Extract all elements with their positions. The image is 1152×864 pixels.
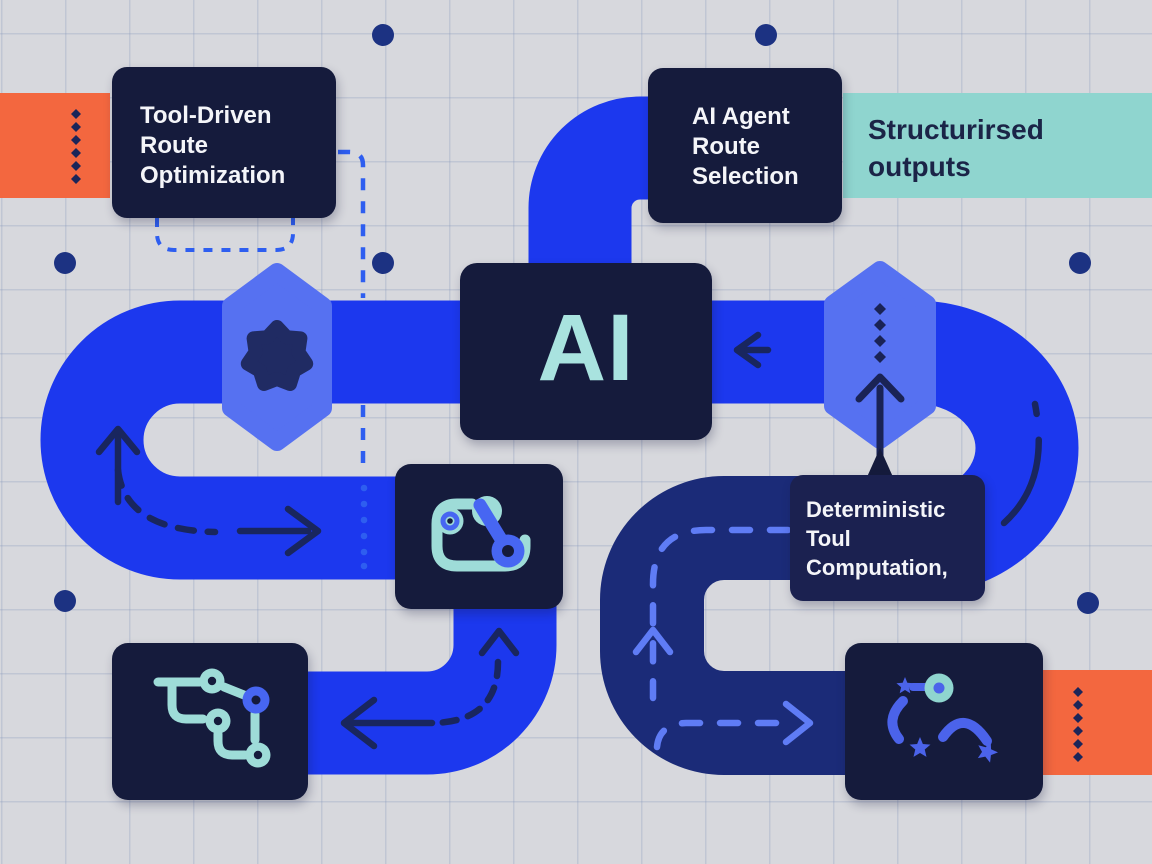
dashed-curve bbox=[430, 658, 502, 727]
orange-accent-left bbox=[0, 93, 110, 198]
node-label-line: Toul bbox=[806, 526, 851, 551]
dashed-guide-line bbox=[338, 149, 366, 298]
hexagon-marker-left bbox=[222, 263, 332, 451]
node-label-line: Route bbox=[692, 133, 760, 160]
dashed-connector-loop bbox=[155, 218, 295, 252]
right-arrow-icon bbox=[236, 505, 322, 557]
dashed-curve bbox=[114, 466, 219, 536]
left-arrow-icon bbox=[733, 331, 772, 369]
up-arrowhead bbox=[478, 627, 520, 657]
ai-label: AI bbox=[537, 295, 635, 401]
hexagon-marker-right bbox=[824, 261, 936, 477]
node-label-line: Optimization bbox=[140, 162, 286, 189]
tool-driven-route-optimization-node: Tool-Driven Route Optimization bbox=[112, 67, 336, 218]
up-arrowhead bbox=[632, 626, 674, 656]
up-arrow-icon bbox=[855, 373, 905, 470]
ai-blob-icon bbox=[240, 320, 314, 391]
diamond-dots-icon bbox=[71, 109, 81, 184]
orange-accent-right bbox=[1043, 670, 1152, 775]
diamond-dots-icon bbox=[1073, 687, 1083, 762]
node-label-line: Tool-Driven bbox=[140, 102, 272, 129]
banner-line: outputs bbox=[868, 151, 971, 182]
dashed-route-line bbox=[649, 526, 792, 702]
left-arrow-icon bbox=[340, 696, 436, 750]
waypoint-route-icon-node bbox=[845, 643, 1043, 800]
route-graph-icon-node bbox=[395, 464, 563, 609]
dotted-guide-line bbox=[360, 484, 368, 570]
ai-agent-route-selection-node: AI Agent Route Selection bbox=[648, 68, 842, 223]
diamond-dots-icon bbox=[874, 303, 886, 363]
node-label-line: Deterministic bbox=[806, 497, 946, 522]
dashed-curve bbox=[1000, 400, 1042, 527]
node-label-line: Selection bbox=[692, 163, 799, 190]
node-label-line: AI Agent bbox=[692, 103, 790, 130]
arrow-flare bbox=[867, 448, 893, 477]
node-label-line: Route bbox=[140, 132, 208, 159]
structured-outputs-banner: Structurirsed outputs bbox=[843, 93, 1152, 198]
deterministic-tool-computation-node: Deterministic Toul Computation, bbox=[790, 475, 985, 601]
circuit-path-icon-node bbox=[112, 643, 308, 800]
node-label-line: Computation, bbox=[806, 555, 948, 580]
right-arrowhead bbox=[782, 700, 814, 746]
ai-core-node: AI bbox=[460, 263, 712, 440]
up-arrow-icon bbox=[95, 425, 141, 506]
banner-line: Structurirsed bbox=[868, 114, 1044, 145]
dashed-route-line bbox=[653, 719, 784, 751]
